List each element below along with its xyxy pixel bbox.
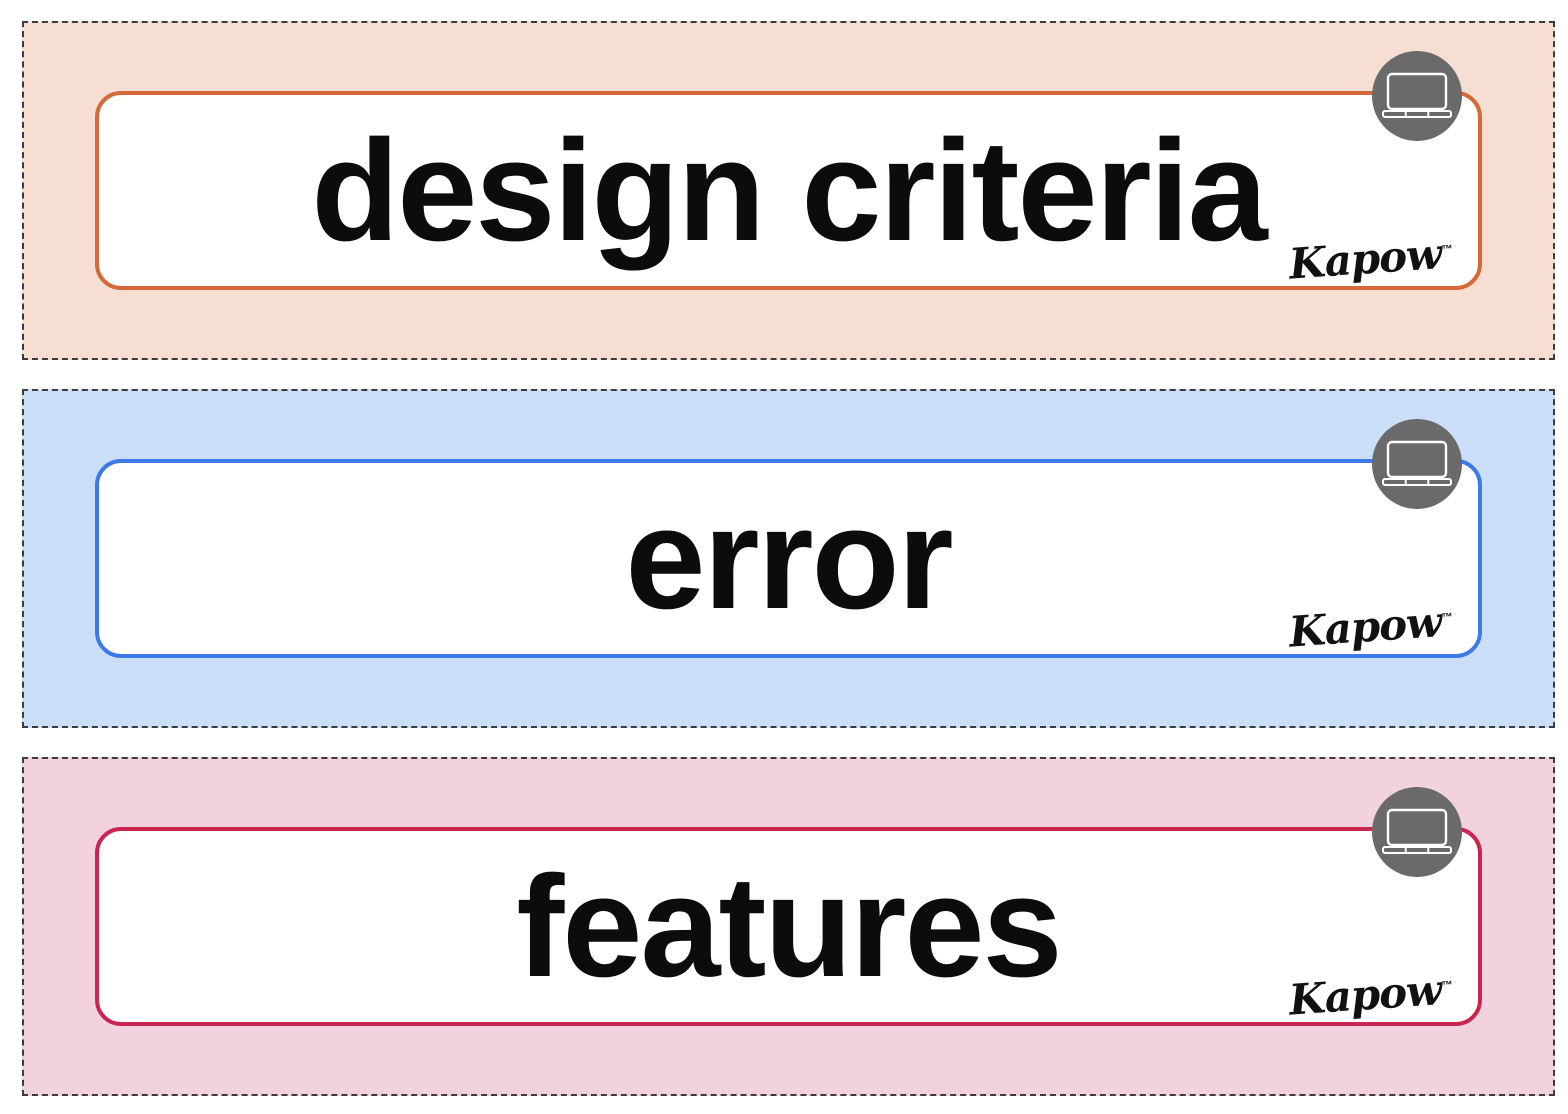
word-card: features Kapow™ xyxy=(95,787,1482,1026)
badge-circle xyxy=(1372,787,1462,877)
laptop-glyph xyxy=(1382,808,1452,854)
laptop-icon xyxy=(1372,51,1462,141)
trademark-mark: ™ xyxy=(1441,611,1452,624)
card-zone-features: features Kapow™ xyxy=(22,757,1555,1096)
trademark-mark: ™ xyxy=(1441,243,1452,256)
laptop-icon xyxy=(1372,419,1462,509)
kapow-logo: Kapow™ xyxy=(1287,229,1453,289)
word-label: design criteria xyxy=(311,109,1267,271)
word-card: error Kapow™ xyxy=(95,419,1482,658)
laptop-glyph xyxy=(1382,440,1452,486)
laptop-glyph xyxy=(1382,72,1452,118)
card-zone-error: error Kapow™ xyxy=(22,389,1555,728)
card-zone-design-criteria: design criteria Kapow™ xyxy=(22,21,1555,360)
word-label: error xyxy=(625,477,953,639)
badge-circle xyxy=(1372,419,1462,509)
trademark-mark: ™ xyxy=(1441,979,1452,992)
word-label: features xyxy=(516,845,1062,1007)
kapow-logo: Kapow™ xyxy=(1287,597,1453,657)
badge-circle xyxy=(1372,51,1462,141)
word-card: design criteria Kapow™ xyxy=(95,51,1482,290)
kapow-logo: Kapow™ xyxy=(1287,965,1453,1025)
laptop-icon xyxy=(1372,787,1462,877)
